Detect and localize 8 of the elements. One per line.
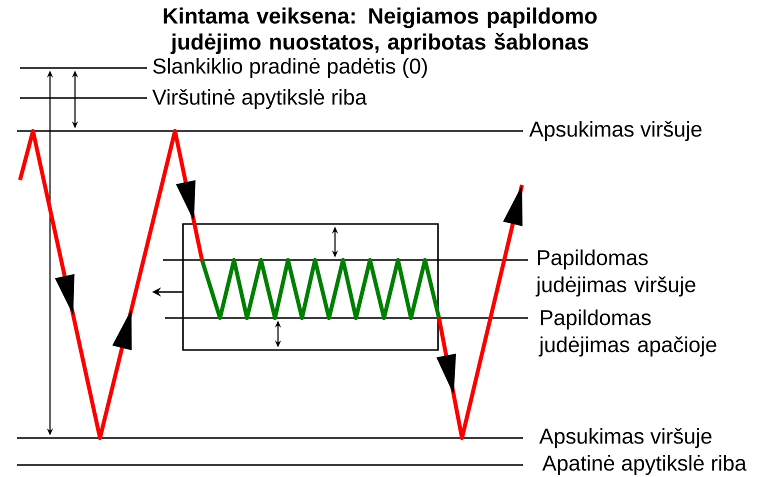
- line-label: Apsukimas viršuje: [539, 428, 712, 448]
- line-label: Apatinė apytikslė riba: [542, 455, 747, 476]
- line-label: Papildomas judėjimas apačioje: [538, 310, 716, 357]
- title: Kintama veiksena: Neigiamos papildomo judėjimo nuostatos, apribotas šablonas: [164, 8, 597, 54]
- line-label: Papildomas judėjimas viršuje: [536, 250, 696, 297]
- line-label: Viršutinė apytikslė riba: [152, 88, 367, 110]
- line-label: Slankiklio pradinė padėtis (0): [153, 58, 427, 78]
- line-label: Apsukimas viršuje: [529, 120, 702, 142]
